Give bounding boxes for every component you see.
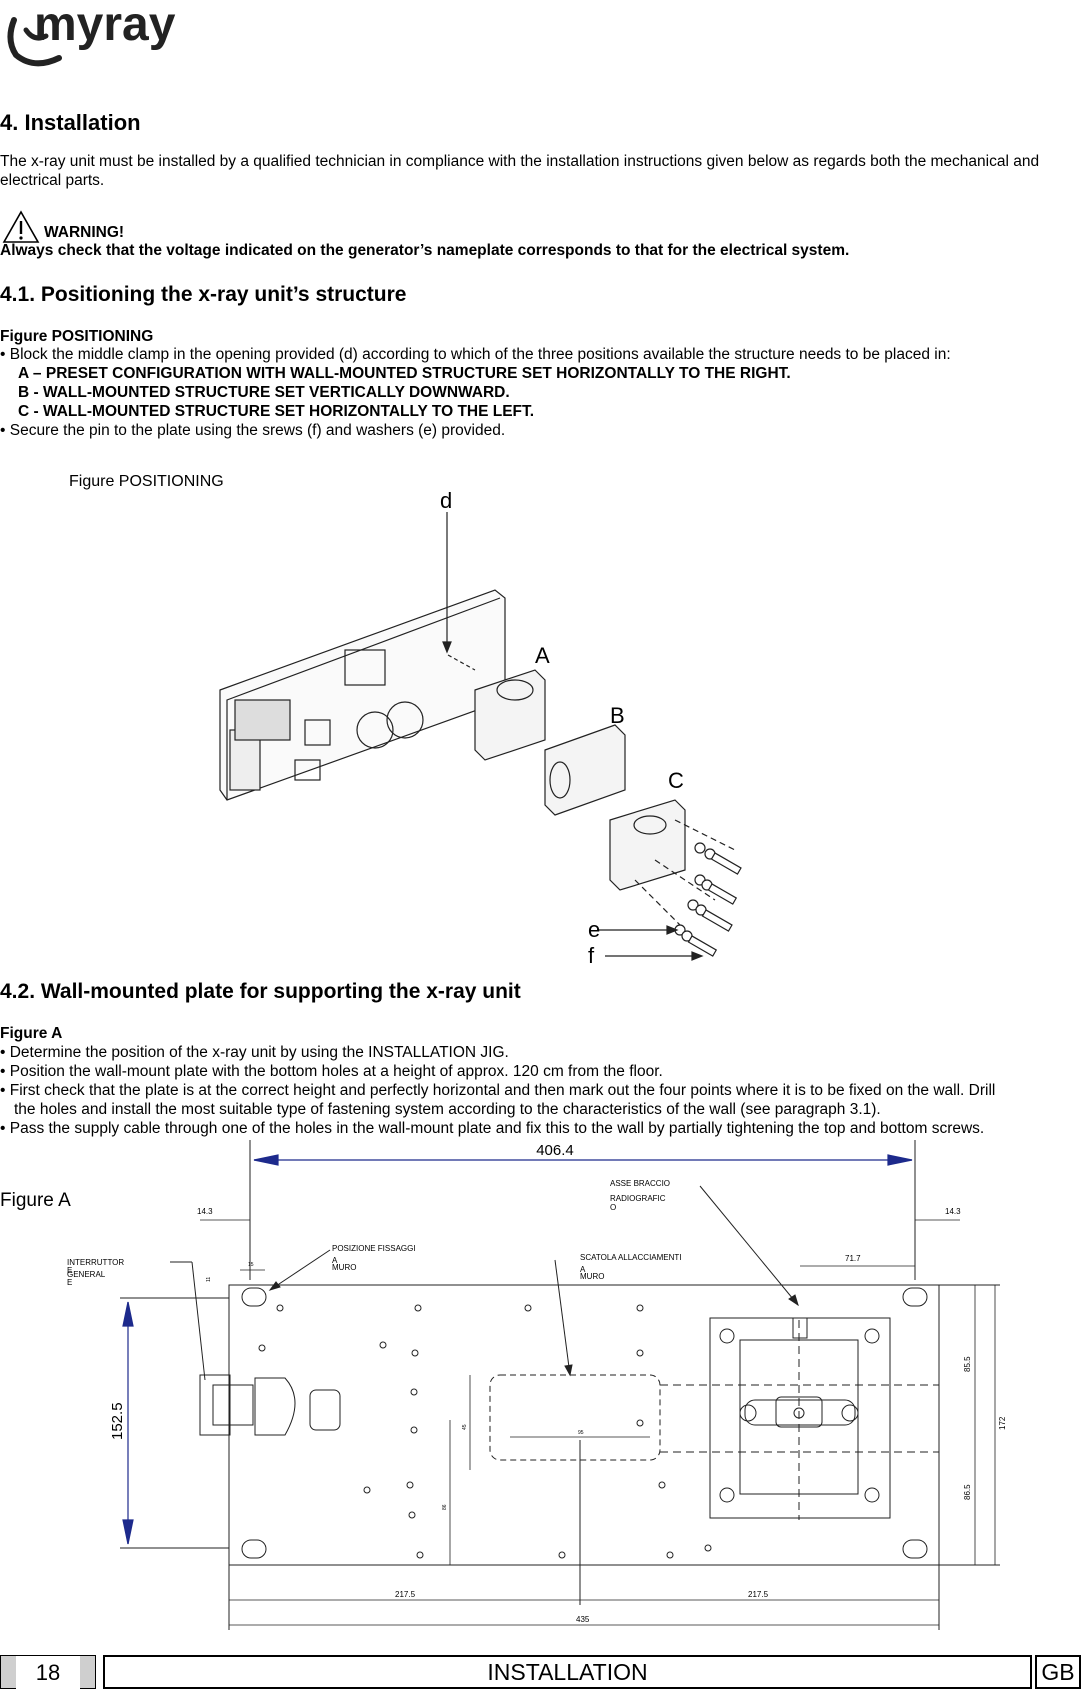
dim-right-margin: 14.3 [945, 1207, 961, 1216]
subsection-title-4-2: 4.2. Wall-mounted plate for supporting t… [0, 980, 521, 1003]
plate-bullet-3: • First check that the plate is at the c… [0, 1082, 996, 1099]
warning-title: WARNING! [44, 224, 125, 241]
dim-slot-h: 45 [462, 1424, 468, 1430]
label-b: B [610, 703, 625, 728]
dim-slot-off: 86 [442, 1504, 448, 1510]
dim-bottom-total: 435 [576, 1615, 590, 1624]
dim-bottom-left: 217.5 [395, 1590, 416, 1599]
dim-slot-w: 95 [578, 1430, 584, 1436]
page-number: 18 [16, 1656, 80, 1690]
callout-box-1: SCATOLA ALLACCIAMENTI [580, 1253, 682, 1262]
label-c: C [668, 768, 684, 793]
callout-fix-2: A [332, 1256, 338, 1265]
dim-right-top: 85.5 [963, 1356, 972, 1372]
positioning-figure: d A B C e f [219, 490, 742, 968]
callout-fix-3: MURO [332, 1263, 356, 1272]
svg-text:myray: myray [34, 0, 176, 51]
dim-left-margin: 14.3 [197, 1207, 213, 1216]
wall-plate-drawing: 406.4 14.3 14.3 71.7 152.5 85.5 86.5 172… [67, 1140, 1007, 1630]
dim-small-b: 15 [248, 1262, 254, 1268]
dim-right-bottom: 86.5 [963, 1484, 972, 1500]
warning-icon [2, 210, 40, 243]
callout-switch-4: E [67, 1278, 72, 1287]
callout-switch-2: E [67, 1266, 72, 1275]
myray-logo: myray [7, 0, 176, 67]
language-code: GB [1035, 1655, 1081, 1689]
positioning-bullet-1: • Block the middle clamp in the opening … [0, 346, 951, 363]
callout-switch-3: GENERAL [67, 1270, 106, 1279]
label-e: e [588, 917, 600, 942]
positioning-bullet-2: • Secure the pin to the plate using the … [0, 422, 506, 439]
page-number-box: 18 [0, 1655, 96, 1690]
dim-small-a: 11 [206, 1277, 212, 1282]
option-b: B - WALL-MOUNTED STRUCTURE SET VERTICALL… [18, 384, 510, 401]
callout-box-3: MURO [580, 1272, 604, 1281]
section-title: 4. Installation [0, 110, 141, 135]
callout-axis-3: O [610, 1203, 616, 1212]
dim-height: 152.5 [109, 1402, 126, 1440]
dim-406-4: 406.4 [536, 1142, 574, 1159]
intro-paragraph: The x-ray unit must be installed by a qu… [0, 153, 1040, 189]
option-c: C - WALL-MOUNTED STRUCTURE SET HORIZONTA… [18, 403, 535, 420]
option-a: A – PRESET CONFIGURATION WITH WALL-MOUNT… [18, 365, 791, 382]
callout-switch-1: INTERRUTTOR [67, 1258, 124, 1267]
figure-ref: Figure POSITIONING [0, 328, 154, 345]
dim-bottom-right: 217.5 [748, 1590, 769, 1599]
subsection-title-4-1: 4.1. Positioning the x-ray unit’s struct… [0, 283, 407, 306]
plate-bullet-3-cont: the holes and install the most suitable … [14, 1101, 881, 1118]
callout-axis-1: ASSE BRACCIO [610, 1179, 670, 1188]
dim-right-total: 172 [998, 1416, 1007, 1430]
plate-bullet-4: • Pass the supply cable through one of t… [0, 1120, 985, 1137]
figure-a-ref: Figure A [0, 1025, 63, 1042]
figure-caption-a: Figure A [0, 1190, 71, 1211]
callout-fix-1: POSIZIONE FISSAGGI [332, 1244, 416, 1253]
callout-box-2: A [580, 1265, 586, 1274]
figure-caption-positioning: Figure POSITIONING [69, 473, 224, 490]
plate-bullet-2: • Position the wall-mount plate with the… [0, 1063, 663, 1080]
label-d: d [440, 490, 452, 513]
label-f: f [588, 943, 595, 968]
plate-bullet-1: • Determine the position of the x-ray un… [0, 1044, 509, 1061]
footer-title: INSTALLATION [103, 1655, 1032, 1689]
callout-axis-2: RADIOGRAFIC [610, 1194, 666, 1203]
warning-text: Always check that the voltage indicated … [0, 242, 850, 259]
label-a: A [535, 643, 550, 668]
dim-offset: 71.7 [845, 1254, 861, 1263]
